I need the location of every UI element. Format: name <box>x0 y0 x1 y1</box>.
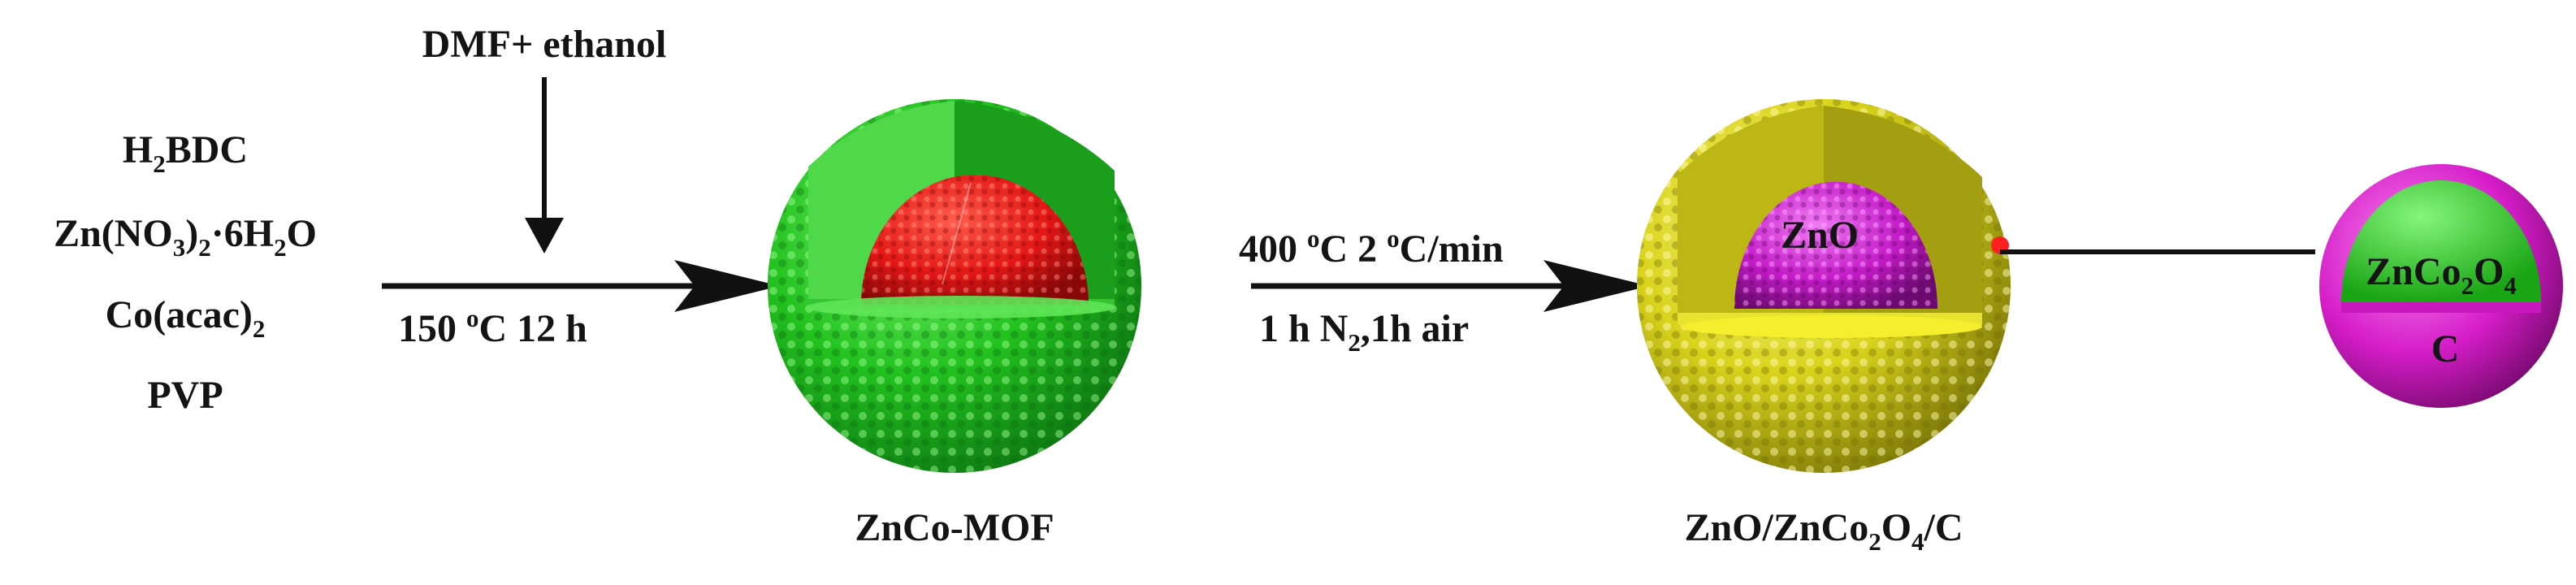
product-sphere <box>1637 99 2011 473</box>
reagent-list: H2BDC Zn(NO3)2·6H2O Co(acac)2 PVP <box>54 128 317 417</box>
core-label-zno: ZnO <box>1781 214 1859 257</box>
step2-condition-bottom: 1 h N2,1h air <box>1259 307 1469 357</box>
solvent-down-arrow <box>525 77 564 254</box>
inset-shell-label: C <box>2431 327 2460 370</box>
step2-arrow <box>1251 260 1649 312</box>
reagent-zinc-nitrate: Zn(NO3)2·6H2O <box>54 212 317 262</box>
inset-sphere <box>2319 164 2563 408</box>
step1-condition: 150 oC 12 h <box>398 304 587 350</box>
inset-inner-label: ZnCo2O4 <box>2366 250 2517 300</box>
zncomof-sphere <box>768 99 1141 473</box>
solvent-label: DMF+ ethanol <box>422 23 667 66</box>
inset-pointer <box>1991 236 2315 254</box>
reagent-co-acac: Co(acac)2 <box>106 293 266 343</box>
zncomof-label: ZnCo-MOF <box>855 506 1054 549</box>
reagent-h2bdc: H2BDC <box>123 128 248 178</box>
step2-condition-top: 400 oC 2 oC/min <box>1239 224 1504 271</box>
step1-arrow <box>382 260 780 312</box>
reagent-pvp: PVP <box>147 374 223 417</box>
product-label: ZnO/ZnCo2O4/C <box>1684 506 1963 556</box>
